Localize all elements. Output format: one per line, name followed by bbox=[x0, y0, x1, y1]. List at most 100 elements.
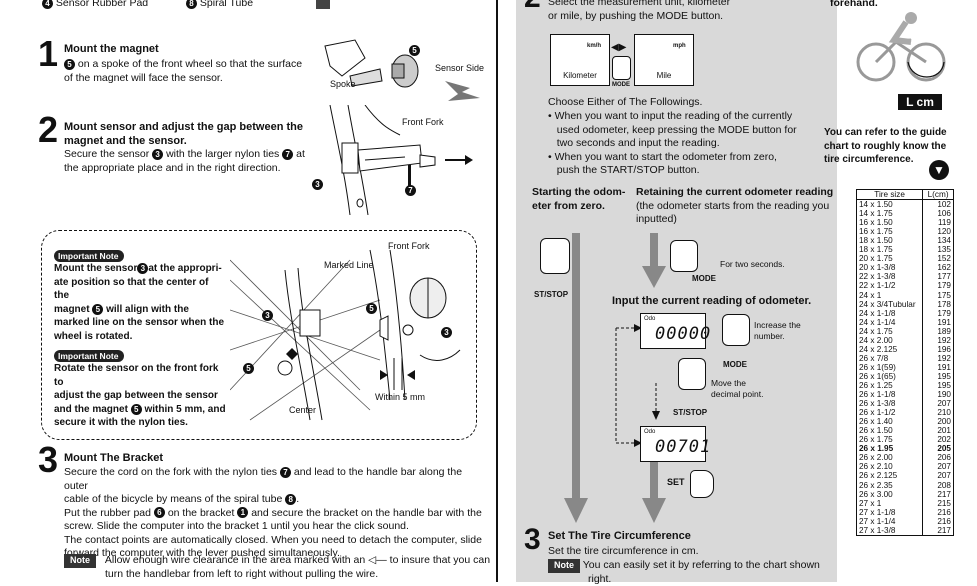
set-tire-sub: Set the tire circumference in cm. bbox=[548, 545, 699, 557]
tire-size-cell: 26 x 1(65) bbox=[859, 371, 896, 381]
front-fork-label-2: Front Fork bbox=[388, 241, 430, 251]
badge-7: 7 bbox=[279, 466, 291, 478]
circumference-cell: 205 bbox=[922, 444, 953, 454]
circumference-cell: 200 bbox=[922, 417, 953, 427]
circumference-cell: 215 bbox=[922, 498, 953, 508]
move-decimal-label: Move the decimal point. bbox=[711, 378, 763, 400]
circumference-cell: 178 bbox=[922, 299, 953, 309]
heading-line: Starting the odom- bbox=[532, 186, 626, 198]
mode-label-2: MODE bbox=[692, 274, 716, 283]
note-text: and the magnet bbox=[54, 403, 128, 415]
computer-start-icon bbox=[540, 238, 570, 274]
tire-size-cell: 26 x 3.00 bbox=[859, 489, 893, 499]
st-stop-label: ST/STOP bbox=[534, 290, 569, 299]
step-3-text: Put the rubber pad bbox=[64, 506, 151, 519]
tire-size-cell: 26 x 1-3/8 bbox=[859, 399, 896, 409]
badge-8: 8 bbox=[285, 493, 297, 505]
note-tag: Note bbox=[548, 559, 580, 573]
tire-size-cell: 26 x 7/8 bbox=[859, 353, 889, 363]
set-tire-title: Set The Tire Circumference bbox=[548, 530, 691, 542]
computer-mode-icon bbox=[670, 240, 698, 272]
l-cm-label: L cm bbox=[898, 94, 942, 110]
tire-size-cell: 14 x 1.50 bbox=[859, 200, 893, 210]
badge-3: 3 bbox=[137, 262, 149, 274]
guide-line: tire circumference. bbox=[824, 154, 914, 165]
computer-set-icon bbox=[690, 470, 714, 498]
step-3-title: Mount The Bracket bbox=[64, 452, 164, 464]
cyclist-illustration bbox=[856, 12, 946, 82]
note-text: adjust the gap between the sensor bbox=[54, 390, 218, 402]
heading-line: inputted) bbox=[636, 213, 677, 225]
badge-3: 3 bbox=[152, 148, 164, 160]
tire-size-cell: 26 x 1.50 bbox=[859, 426, 893, 436]
bullet-text: push the START/STOP button. bbox=[556, 164, 700, 176]
table-row: 26 x 1(65)195 bbox=[857, 371, 953, 381]
note-text: will align with the bbox=[106, 303, 189, 315]
arrow-outline-icon: ◁— bbox=[368, 554, 387, 566]
sensor-side-label: Sensor Side bbox=[435, 63, 485, 73]
step-3-number: 3 bbox=[38, 439, 59, 480]
badge-7: 7 bbox=[282, 148, 294, 160]
note-text: at the appropri- bbox=[148, 263, 222, 274]
step-3-text: and secure the bracket on the handle bar… bbox=[251, 506, 482, 519]
circumference-cell: 177 bbox=[922, 272, 953, 282]
left-right-arrow-icon: ◀▶ bbox=[611, 42, 627, 53]
badge-5-a: 5 bbox=[366, 300, 377, 318]
tire-size-cell: 26 x 1-1/8 bbox=[859, 390, 896, 400]
table-row: 26 x 1(59)191 bbox=[857, 362, 953, 372]
circumference-cell: 191 bbox=[922, 317, 953, 327]
circumference-cell: 106 bbox=[922, 209, 953, 219]
badge-4: 4 bbox=[42, 0, 53, 9]
tire-size-cell: 26 x 1-1/2 bbox=[859, 408, 896, 418]
badge-5-b: 5 bbox=[243, 360, 254, 378]
tire-size-cell: 24 x 3/4Tubular bbox=[859, 299, 916, 309]
header-item-label: Spiral Tube bbox=[199, 0, 254, 9]
guide-text: You can refer to the guide chart to roug… bbox=[824, 126, 947, 167]
important-note-box bbox=[41, 230, 477, 440]
step-3-text: The contact points are automatically clo… bbox=[64, 533, 482, 546]
circumference-cell: 179 bbox=[922, 308, 953, 318]
badge-8: 8 bbox=[186, 0, 197, 9]
circumference-cell: 175 bbox=[922, 290, 953, 300]
table-row: 27 x 1-1/8 216 bbox=[857, 507, 953, 517]
increase-label: Increase the number. bbox=[754, 320, 801, 342]
circumference-cell: 216 bbox=[922, 507, 953, 517]
odometer-reading-2: 00701 bbox=[655, 437, 712, 457]
heading-line: (the odometer starts from the reading yo… bbox=[636, 199, 830, 212]
label-line: Move the bbox=[711, 378, 746, 388]
step-3-text: cable of the bicycle by means of the spi… bbox=[64, 493, 283, 505]
circumference-cell: 207 bbox=[922, 462, 953, 472]
step-3-text: screw. Slide the computer into the brack… bbox=[64, 520, 409, 532]
center-label: Center bbox=[289, 405, 317, 415]
front-fork-label: Front Fork bbox=[402, 117, 444, 127]
mile-label: Mile bbox=[656, 71, 672, 80]
sensor-alignment-diagram bbox=[230, 249, 461, 421]
mode-label-3: MODE bbox=[723, 360, 747, 369]
step-2-text: Secure the sensor bbox=[64, 148, 150, 160]
badge-5-diagram: 5 bbox=[409, 42, 420, 60]
circumference-cell: 192 bbox=[922, 335, 953, 345]
note-tag: Note bbox=[64, 554, 96, 568]
badge-3-a: 3 bbox=[262, 307, 273, 325]
tire-size-cell: 20 x 1-3/8 bbox=[859, 263, 896, 273]
circumference-cell: 207 bbox=[922, 399, 953, 409]
header-item-spiral-tube: 8 Spiral Tube bbox=[186, 0, 253, 11]
tire-size-cell: 27 x 1-1/8 bbox=[859, 507, 896, 517]
kilometer-label: Kilometer bbox=[563, 71, 597, 80]
